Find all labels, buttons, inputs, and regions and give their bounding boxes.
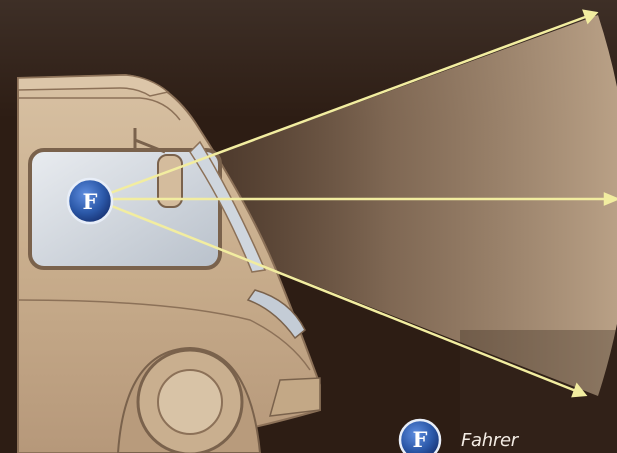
front-bumper [268,377,321,417]
view-cone [94,15,617,396]
driver-badge-letter: F [83,189,98,214]
legend-badge: F [398,418,442,453]
body-crease [17,299,311,371]
side-window [28,148,222,270]
roof-cap [17,74,170,97]
wheel-rim [157,369,223,435]
windshield [189,140,267,273]
driver-badge: F [66,177,114,225]
legend-backdrop [460,330,617,453]
sight-line-lower-arrowhead [571,382,588,398]
roof-line [18,97,181,121]
vehicle [17,73,321,453]
sight-line-upper-arrowhead [582,9,599,25]
sight-line-lower [93,197,577,393]
sight-line-center-arrowhead [603,192,617,206]
headlight [246,289,306,340]
mirror-arm [133,128,166,154]
legend-label: Fahrer [461,430,518,451]
legend-badge-letter: F [413,427,428,452]
sight-line-upper [93,14,589,201]
sight-lines [93,9,617,398]
